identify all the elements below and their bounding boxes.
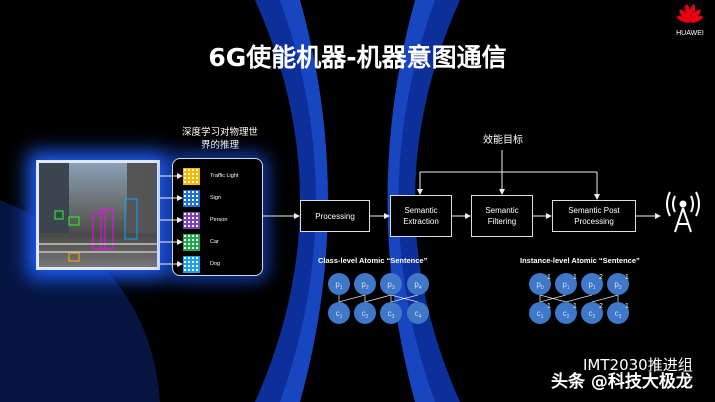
class-c-node: c1 xyxy=(328,302,350,324)
svg-text:c2: c2 xyxy=(589,309,596,320)
relation-edge xyxy=(539,294,567,303)
semantic-extraction-box: Semantic Extraction xyxy=(390,195,452,237)
svg-text:1: 1 xyxy=(547,303,551,310)
antenna-icon xyxy=(666,191,700,233)
brand-name: HUAWEI xyxy=(676,30,704,37)
svg-text:1: 1 xyxy=(573,303,577,310)
svg-text:2: 2 xyxy=(599,303,603,310)
semantic-filtering-box: Semantic Filtering xyxy=(471,195,533,237)
watermark-toutiao: 头条 @科技大极龙 xyxy=(551,372,693,392)
relation-edge xyxy=(390,294,419,303)
svg-text:2: 2 xyxy=(599,274,603,281)
svg-text:p0: p0 xyxy=(536,280,543,291)
class-c-node: c2 xyxy=(354,302,376,324)
instance-c-node: c31 xyxy=(607,302,629,324)
instance-c-node: c22 xyxy=(581,302,603,324)
svg-text:c2: c2 xyxy=(563,309,570,320)
instance-p-node: p1 1 xyxy=(555,273,577,295)
instance-p-node: p2 1 xyxy=(607,273,629,295)
svg-text:1: 1 xyxy=(625,274,629,281)
svg-text:c3: c3 xyxy=(615,309,622,320)
svg-text:p2: p2 xyxy=(361,280,368,291)
class-icon xyxy=(183,189,200,207)
relation-edge xyxy=(591,294,619,303)
instance-p-node: p0 1 xyxy=(529,273,551,295)
huawei-petal-icon xyxy=(676,4,704,23)
class-icon xyxy=(183,255,200,273)
svg-text:1: 1 xyxy=(625,303,629,310)
detection-traffic-light: Traffic Light xyxy=(183,167,263,185)
detection-car: Car xyxy=(183,233,263,251)
class-icon xyxy=(183,233,200,251)
detection-panel: Traffic Light Sign Person Car Dog xyxy=(172,158,263,276)
instance-c-node: c11 xyxy=(529,302,551,324)
instance-level-title: Instance-level Atomic “Sentence” xyxy=(520,256,640,265)
processing-box: Processing xyxy=(300,200,370,232)
class-icon xyxy=(183,167,200,185)
svg-text:c2: c2 xyxy=(362,309,369,320)
detection-boxes xyxy=(39,163,157,262)
detection-dog: Dog xyxy=(183,255,263,273)
detection-sign: Sign xyxy=(183,189,263,207)
class-p-node: p1 xyxy=(328,273,350,295)
relation-edge xyxy=(565,294,593,303)
efficiency-goal-label: 效能目标 xyxy=(483,135,523,146)
class-c-node: c4 xyxy=(407,302,429,324)
svg-text:c1: c1 xyxy=(537,309,544,320)
svg-text:c4: c4 xyxy=(415,309,422,320)
class-p-node: p4 xyxy=(407,273,429,295)
huawei-logo: HUAWEI xyxy=(668,2,712,37)
svg-text:c1: c1 xyxy=(336,309,343,320)
detection-person: Person xyxy=(183,211,263,229)
relation-edge xyxy=(364,294,392,303)
svg-text:p1: p1 xyxy=(588,280,595,291)
relation-edge xyxy=(338,294,366,303)
instance-p-node: p1 2 xyxy=(581,273,603,295)
svg-text:p2: p2 xyxy=(614,280,621,291)
svg-text:1: 1 xyxy=(547,274,551,281)
semantic-post-processing-box: Semantic Post Processing xyxy=(552,200,636,232)
street-scene-image xyxy=(36,160,160,270)
watermark-imt2030: IMT2030推进组 xyxy=(583,356,693,374)
class-p-node: p3 xyxy=(380,273,402,295)
class-level-title: Class-level Atomic “Sentence” xyxy=(318,256,428,265)
class-p-node: p2 xyxy=(354,273,376,295)
instance-c-node: c21 xyxy=(555,302,577,324)
svg-text:p4: p4 xyxy=(414,280,421,291)
class-icon xyxy=(183,211,200,229)
svg-text:p1: p1 xyxy=(335,280,342,291)
svg-text:1: 1 xyxy=(573,274,577,281)
svg-text:p3: p3 xyxy=(387,280,394,291)
svg-text:p1: p1 xyxy=(562,280,569,291)
class-c-node: c3 xyxy=(380,302,402,324)
inference-caption: 深度学习对物理世界的推理 xyxy=(181,127,258,151)
svg-text:c3: c3 xyxy=(388,309,395,320)
slide-title: 6G使能机器-机器意图通信 xyxy=(208,43,507,72)
